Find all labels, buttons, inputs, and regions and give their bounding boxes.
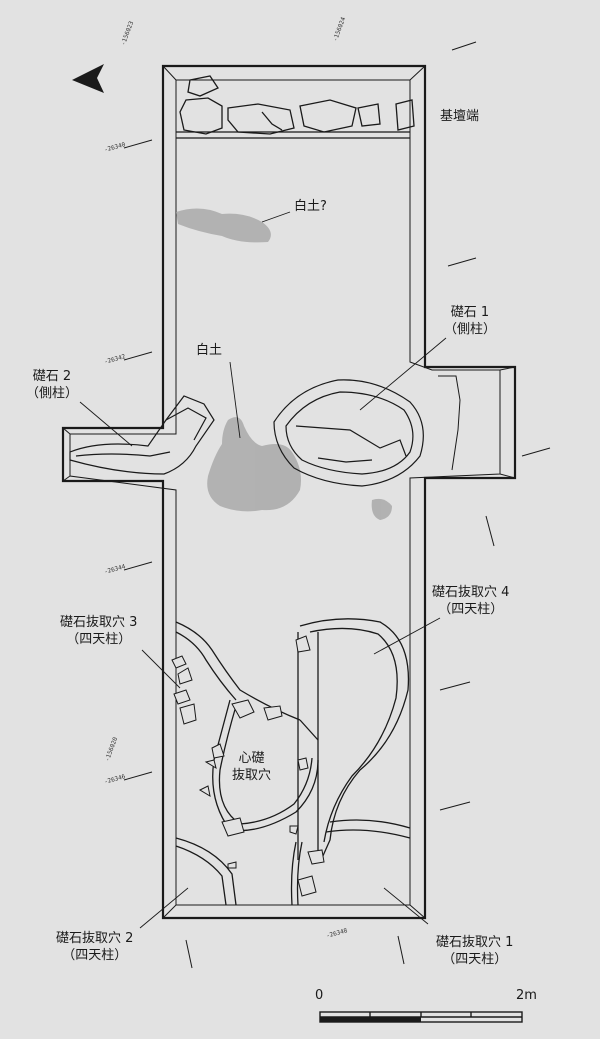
stone-1 <box>273 379 424 487</box>
trench-inner-wall <box>69 79 501 906</box>
label-kidan-end: 基壇端 <box>440 109 480 124</box>
scale-end-label: 2m <box>516 988 537 1003</box>
scale-start-label: 0 <box>315 988 324 1003</box>
stone-2 <box>69 395 215 475</box>
label-pit-2: 礎石抜取穴 2 （四天柱） <box>56 931 134 963</box>
label-center-pit: 心礎 抜取穴 <box>232 751 272 783</box>
label-stone-2: 礎石 2 （側柱） <box>26 369 79 401</box>
white-soil-patches <box>176 208 392 520</box>
east-annex-detail <box>438 375 461 471</box>
scale-bar-fill <box>320 1017 421 1022</box>
grid-ticks <box>123 41 551 969</box>
pit-stones <box>171 635 325 897</box>
label-pit-4: 礎石抜取穴 4 （四天柱） <box>432 585 510 617</box>
label-white-soil-q: 白土? <box>294 199 327 214</box>
label-white-soil: 白土 <box>196 343 223 358</box>
north-arrow-icon <box>72 64 104 93</box>
label-pit-1: 礎石抜取穴 1 （四天柱） <box>436 935 514 967</box>
label-pit-3: 礎石抜取穴 3 （四天柱） <box>60 615 138 647</box>
bevel-lines <box>62 65 516 919</box>
label-stone-1: 礎石 1 （側柱） <box>444 305 497 337</box>
kidan-end-stones <box>176 75 415 139</box>
leader-lines <box>79 211 447 929</box>
